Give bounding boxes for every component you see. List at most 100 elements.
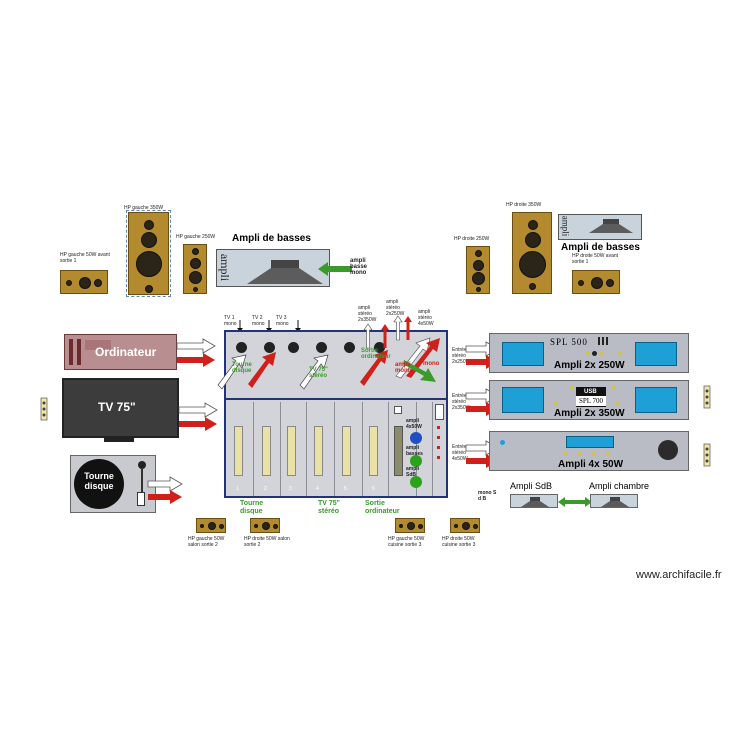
mixer-fader-3[interactable] xyxy=(287,426,296,476)
speaker-gauche-250w xyxy=(183,244,207,294)
label-hp-droite-250: HP droite 250W xyxy=(454,236,490,242)
label-salon-gauche: HP gauche 50W salon sortie 2 xyxy=(188,536,225,548)
source-tv: TV 75" xyxy=(62,378,179,438)
antenna-icon-left xyxy=(40,397,48,421)
watermark: www.archifacile.fr xyxy=(636,569,722,581)
sub-left-box: ampli xyxy=(216,249,330,287)
mixer-label-mono-1: mono xyxy=(423,361,440,367)
mixer-label-sortie-ordi-top: Sortie ordinateur xyxy=(361,348,391,360)
amp2-brand: SPL 700 xyxy=(576,396,606,406)
mixer-knob-4[interactable] xyxy=(316,342,327,353)
speaker-cuisine-droite xyxy=(450,518,480,533)
mixer-out-arrow-3 xyxy=(393,315,403,341)
mixer-label-ampli-2x350: ampli stéréo 2x350W xyxy=(358,305,377,323)
mixer-knob-5[interactable] xyxy=(344,342,355,353)
mixer-label-mono-2: ampli mono xyxy=(395,362,412,374)
label-cuisine-droite: HP droite 50W cuisine sortie 3 xyxy=(442,536,476,548)
arrows-tv xyxy=(178,402,218,431)
mixer-out-arrow-2 xyxy=(381,324,389,348)
mixer-knob-2[interactable] xyxy=(264,342,275,353)
mixer-fader-6[interactable] xyxy=(369,426,378,476)
amp-2x250w: SPL 500 Ampli 2x 250W xyxy=(489,333,689,373)
source-tv-label: TV 75" xyxy=(98,400,136,414)
tv-stand xyxy=(104,438,134,442)
sub-left-brand: ampli xyxy=(218,253,233,282)
sub-left-title: Ampli de basses xyxy=(232,233,311,244)
amp1-title: Ampli 2x 250W xyxy=(554,360,625,371)
amp3-input-label: Entrée stéréo 4x50W xyxy=(452,444,468,462)
label-hp-gauche-250: HP gauche 250W xyxy=(176,234,216,240)
sub-right-title: Ampli de basses xyxy=(561,242,640,253)
label-hp-droite-350: HP droite 350W xyxy=(506,202,542,208)
small-amp-chambre-label: Ampli chambre xyxy=(589,481,650,491)
small-amp-mono-sdb: mono S d B xyxy=(478,490,497,502)
amp-4x50w: Ampli 4x 50W xyxy=(489,431,689,471)
led-ampli-sdb[interactable] xyxy=(410,476,422,488)
mixer: 1 2 3 4 5 6 ampli 4x50W ampli basses amp… xyxy=(224,330,448,498)
source-tourne-disque: Tourne disque xyxy=(70,455,156,513)
label-salon-droite: HP droite 50W salon sortie 2 xyxy=(244,536,290,548)
speaker-salon-gauche xyxy=(196,518,226,533)
small-amp-chambre xyxy=(590,494,638,508)
small-amp-sdb-label: Ampli SdB xyxy=(510,481,553,491)
label-cuisine-gauche: HP gauche 50W cuisine sortie 3 xyxy=(388,536,425,548)
small-amp-sdb xyxy=(510,494,558,508)
amp2-input-label: Entrée stéréo 2x350W xyxy=(452,393,471,411)
arrows-ordinateur xyxy=(176,338,216,367)
mixer-label-ampli-2x250: ampli stéréo 2x250W xyxy=(386,299,405,317)
strip-number-3: 3 xyxy=(289,486,292,492)
mixer-arrow-ordi xyxy=(360,350,388,386)
amp2-usb: USB xyxy=(584,389,597,395)
mixer-fader-2[interactable] xyxy=(262,426,271,476)
antenna-icon-right-2 xyxy=(703,443,711,467)
sub-right-cone xyxy=(589,219,633,233)
led-ampli-4x50w[interactable] xyxy=(410,432,422,444)
led-ampli-basses[interactable] xyxy=(410,455,422,467)
mixer-label-tourne-top: Tourne disque xyxy=(232,362,252,374)
mixer-label-ampli-4x50: ampli stéréo 4x50W xyxy=(418,309,434,327)
mixer-label-ampli-sdb: ampli SdB xyxy=(406,466,420,478)
mixer-knob-6[interactable] xyxy=(374,342,385,353)
mixer-knob-3[interactable] xyxy=(288,342,299,353)
arrow-green-sub-left xyxy=(318,262,352,276)
amp-2x350w: USB SPL 700 Ampli 2x 350W xyxy=(489,380,689,420)
mixer-label-tv1: TV 1 mono xyxy=(224,315,237,327)
speaker-gauche-350w xyxy=(126,210,171,297)
sub-left-note: ampli basse mono xyxy=(350,258,368,276)
strip-number-6: 6 xyxy=(372,486,375,492)
arrow-sdb-chambre xyxy=(558,497,592,507)
mixer-arrow-tv xyxy=(248,352,276,388)
mixer-bottom-sortie: Sortie ordinateur xyxy=(365,500,400,515)
source-ordinateur-label: Ordinateur xyxy=(95,345,157,359)
speaker-droite-250w xyxy=(466,246,490,294)
mixer-out-green-arrows xyxy=(403,360,436,382)
amp2-title: Ampli 2x 350W xyxy=(554,408,625,419)
label-hp-droite-50-avant: HP droite 50W avant sortie 1 xyxy=(572,253,619,265)
sub-right-brand: ampli xyxy=(560,215,571,237)
amp1-input-label: Entrée stéréo 2x250W xyxy=(452,347,471,365)
speaker-salon-droite xyxy=(250,518,280,533)
mixer-label-tv2: TV 2 mono xyxy=(252,315,265,327)
arrows-tourne-disque xyxy=(147,476,183,504)
mixer-label-tv-stereo-top: TV 75" stéréo xyxy=(309,367,328,379)
speaker-cuisine-gauche xyxy=(395,518,425,533)
source-ordinateur: Ordinateur xyxy=(64,334,177,370)
mixer-label-tv3: TV 3 mono xyxy=(276,315,289,327)
mixer-bottom-tv: TV 75" stéréo xyxy=(318,500,340,515)
sub-right-box: ampli xyxy=(558,214,642,240)
speaker-droite-350w xyxy=(512,212,552,294)
label-hp-gauche-350: HP gauche 350W xyxy=(124,205,164,211)
mixer-knob-1[interactable] xyxy=(236,342,247,353)
mixer-out-arrow-1 xyxy=(363,323,373,349)
mixer-fader-master[interactable] xyxy=(394,426,403,476)
mixer-label-ampli-basses: ampli basses xyxy=(406,445,423,457)
mixer-fader-4[interactable] xyxy=(314,426,323,476)
mixer-fader-1[interactable] xyxy=(234,426,243,476)
strip-number-1: 1 xyxy=(236,486,239,492)
sub-left-cone xyxy=(247,260,323,284)
source-tourne-disque-label: Tourne disque xyxy=(84,471,114,491)
speaker-droite-50w-avant xyxy=(572,270,620,294)
mixer-arrow-tv-stereo xyxy=(299,354,329,390)
mixer-fader-5[interactable] xyxy=(342,426,351,476)
strip-number-4: 4 xyxy=(316,486,319,492)
